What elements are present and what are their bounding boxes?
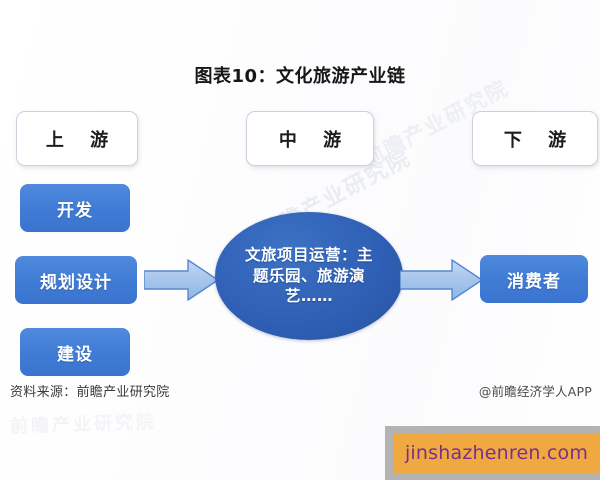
arrow-midstream-to-downstream-icon bbox=[400, 259, 482, 301]
chart-title: 图表10：文化旅游产业链 bbox=[194, 66, 406, 87]
stage-box-upstream: 上 游 bbox=[16, 111, 138, 166]
site-banner: jinshazhenren.com bbox=[385, 426, 600, 480]
upstream-item-label-0: 开发 bbox=[57, 200, 93, 221]
watermark-faint-bottom: 前瞻产业研究院 bbox=[9, 411, 158, 438]
stage-box-midstream: 中 游 bbox=[246, 111, 374, 166]
midstream-label: 文旅项目运营：主题乐园、旅游演艺…… bbox=[244, 246, 373, 306]
upstream-item-development: 开发 bbox=[20, 184, 130, 232]
downstream-item-label: 消费者 bbox=[507, 271, 561, 292]
upstream-item-label-1: 规划设计 bbox=[40, 272, 112, 293]
site-banner-text: jinshazhenren.com bbox=[404, 442, 589, 464]
upstream-item-planning-design: 规划设计 bbox=[15, 256, 137, 304]
stage-box-downstream: 下 游 bbox=[472, 111, 598, 166]
app-attribution: @前瞻经济学人APP bbox=[478, 384, 592, 399]
source-note: 资料来源：前瞻产业研究院 bbox=[10, 385, 170, 400]
site-banner-inner: jinshazhenren.com bbox=[393, 433, 600, 473]
stage-label-downstream: 下 游 bbox=[503, 129, 577, 151]
downstream-item-consumer: 消费者 bbox=[480, 255, 588, 303]
upstream-item-label-2: 建设 bbox=[57, 344, 93, 365]
stage-label-upstream: 上 游 bbox=[45, 129, 119, 151]
stage-label-midstream: 中 游 bbox=[278, 129, 352, 151]
midstream-ellipse: 文旅项目运营：主题乐园、旅游演艺…… bbox=[215, 212, 403, 340]
upstream-item-construction: 建设 bbox=[20, 328, 130, 376]
arrow-upstream-to-midstream-icon bbox=[144, 259, 218, 301]
